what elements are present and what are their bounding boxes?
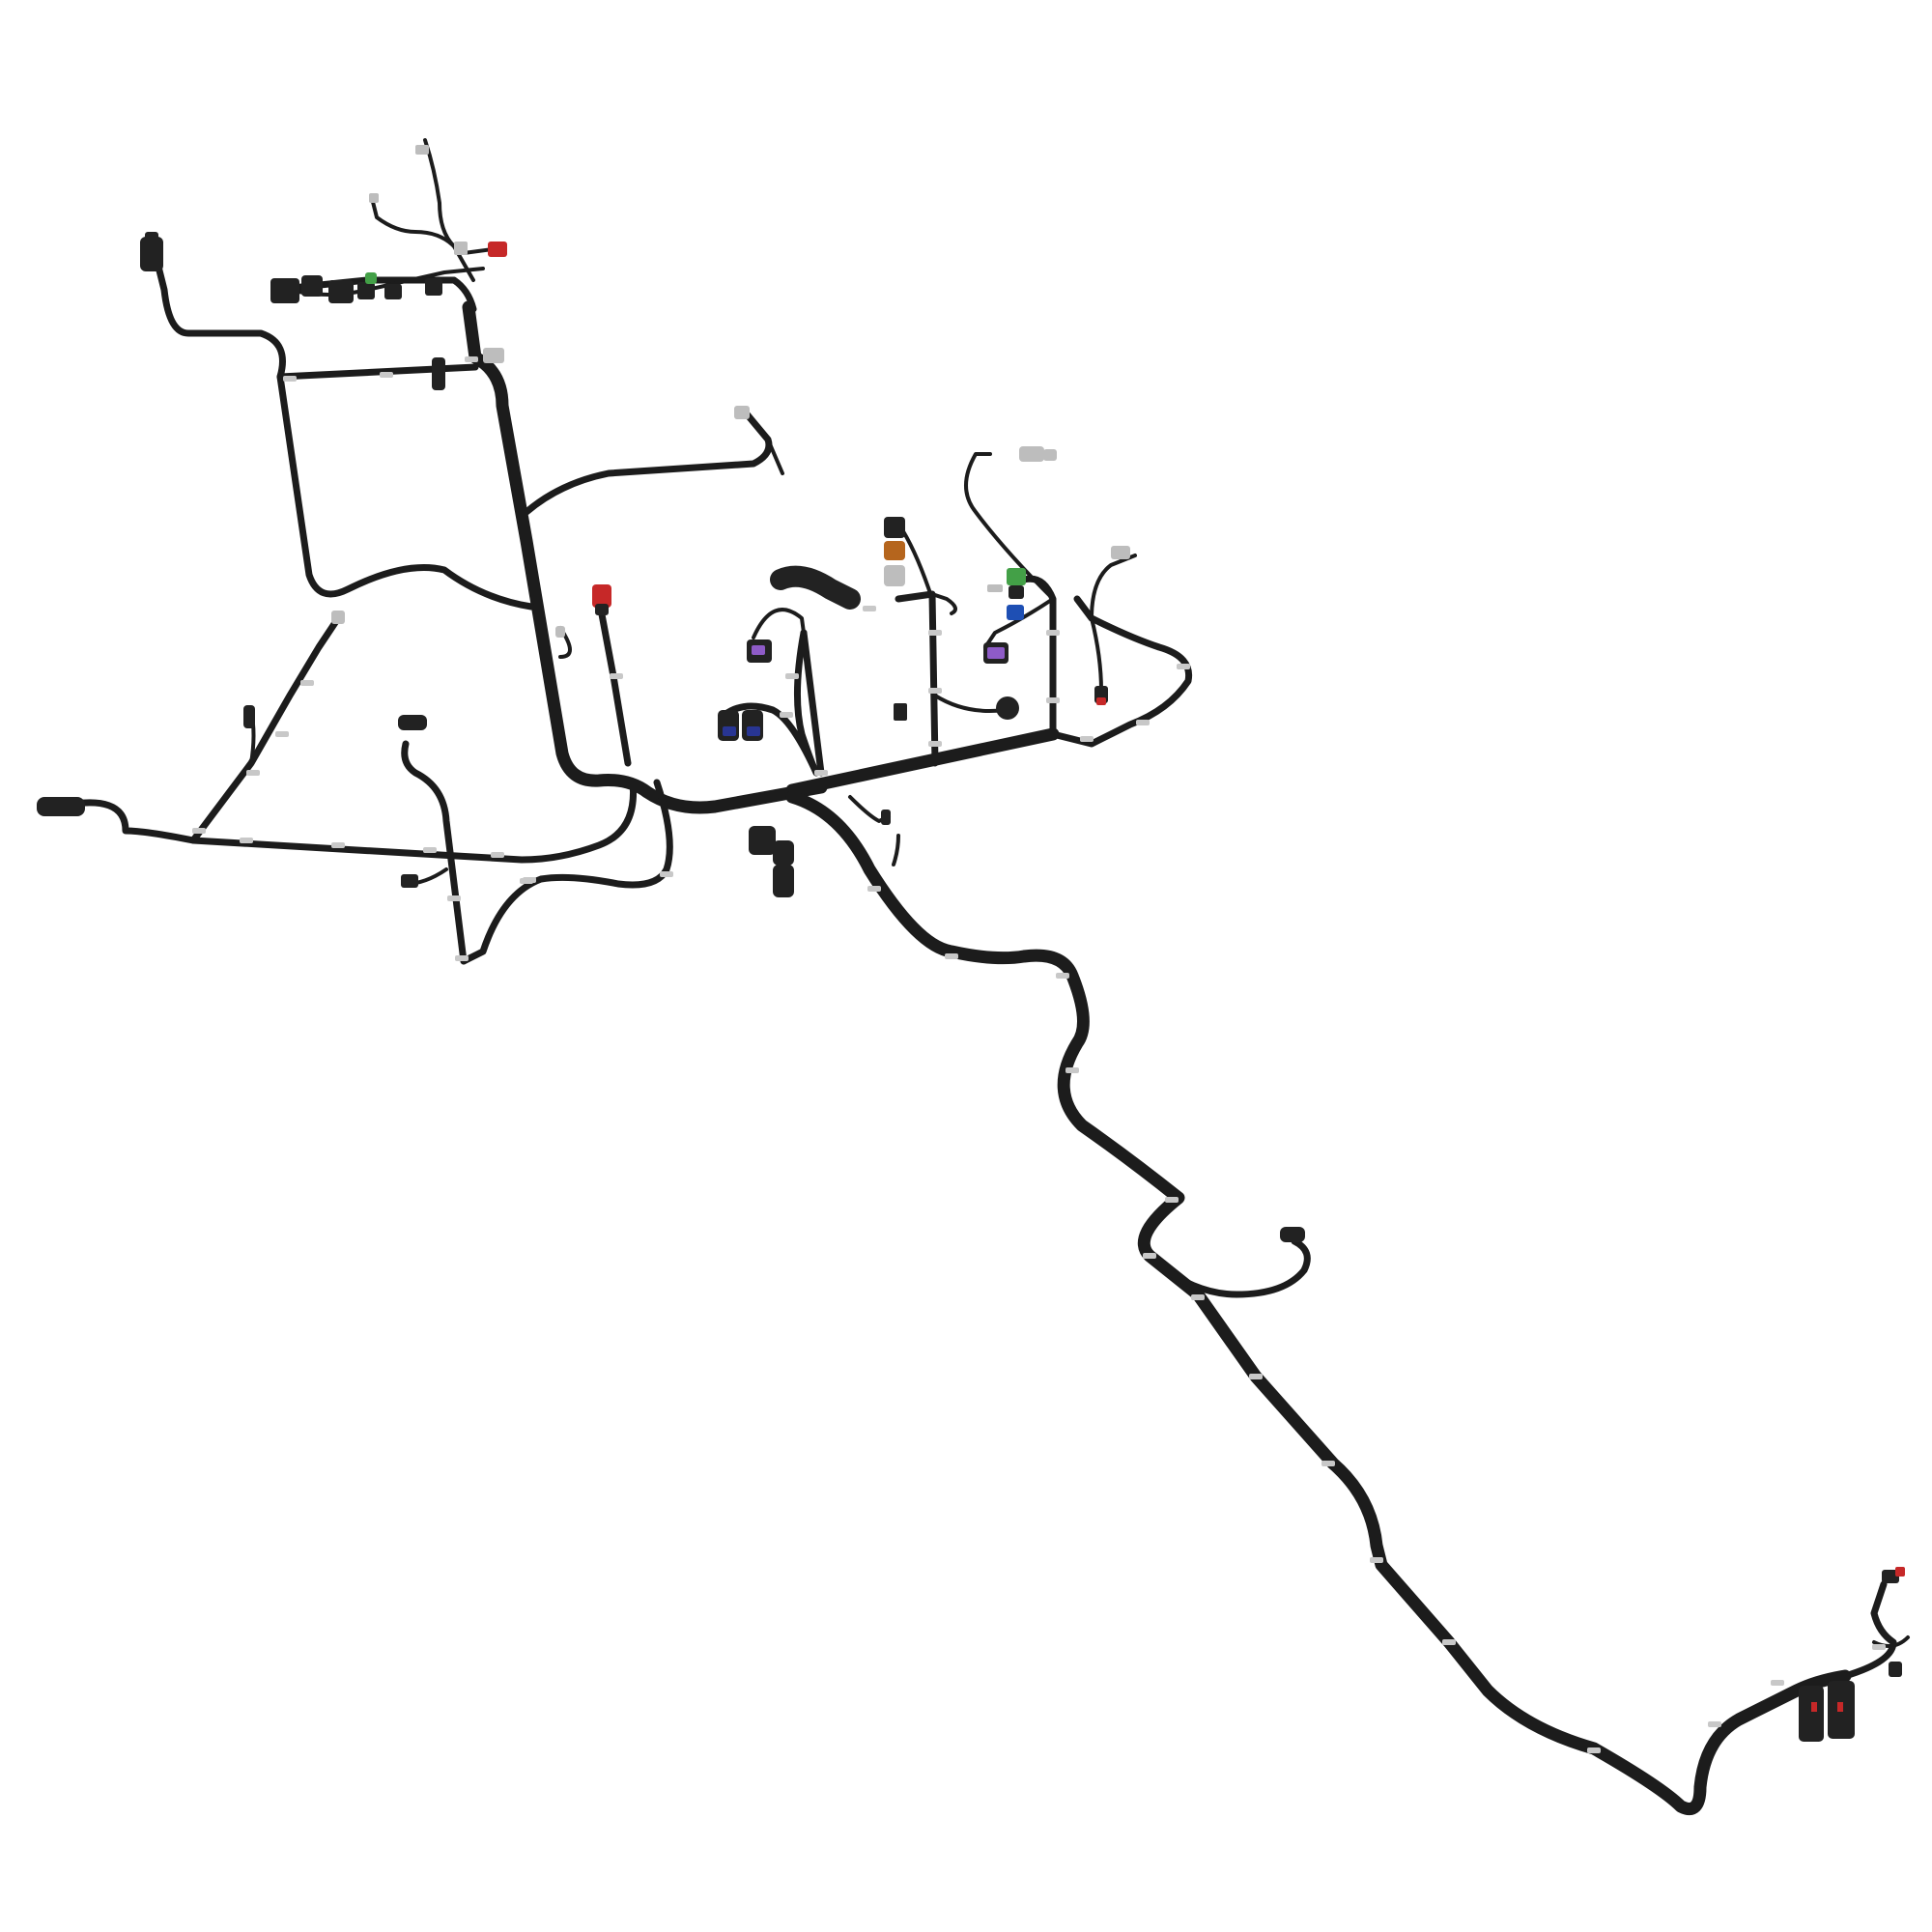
clip-icon [246,770,260,776]
clip-icon [380,372,393,378]
clip-icon [814,770,828,776]
clip-icon [928,688,942,694]
connector-grey-upper-right [734,406,750,419]
harness-wires [54,138,1910,1815]
upper-left-loop [276,363,535,611]
main-trunk-horizontal [785,727,1060,797]
clip-icon [1165,1197,1179,1203]
clip-icon [1065,1067,1079,1073]
bottom-right-pigtail [1872,1635,1910,1648]
clip-icon [1370,1557,1383,1563]
clip-icon [945,953,958,959]
connector-left-diagonal-top [243,611,345,728]
clip-icon [1249,1374,1263,1379]
connector-grey-right [1111,546,1130,559]
connector-lower-side [1280,1227,1305,1242]
connector-elbow-lower [749,810,891,897]
clip-icon [455,955,469,961]
clip-icon [928,630,942,636]
top-sensor-wire [423,138,475,282]
clip-icon [1442,1639,1456,1645]
connector-black-left-top [140,232,163,271]
connector-small-black-square [894,703,907,721]
top-sensor-wire-2 [370,196,456,248]
clip-icon [867,886,881,892]
connector-center-left [747,639,772,663]
right-cluster-right-pigtail [1090,554,1137,620]
connector-navy-pair [718,710,763,741]
connector-grommet [996,696,1019,720]
small-lower-pigtail [848,795,891,823]
mid-left-loop [460,779,673,965]
clip-icon [491,852,504,858]
connector-hose-elbow [770,565,861,610]
harness-clips [192,356,1886,1753]
clip-icon [465,356,478,362]
right-cluster-top-wire [964,452,1055,601]
connector-left-far [37,797,85,816]
clip-icon [447,895,461,901]
left-diagonal [189,614,342,844]
right-cluster-right-branch [1049,595,1193,748]
center-pigtail [933,694,1007,713]
right-cluster-vertical-1 [800,629,825,777]
harness-connectors [37,145,1905,1742]
grey-pigtail [930,592,957,615]
clip-icon [1080,736,1094,742]
connector-bottom-right-block [1799,1567,1905,1742]
clip-icon [660,871,673,877]
main-trunk-vertical [462,300,828,814]
clip-icon [1771,1680,1784,1686]
clip-icon [1136,720,1150,725]
connector-grey-top-right [1019,446,1057,462]
clip-icon [275,731,289,737]
clip-icon [863,606,876,611]
left-drop-wire [151,247,286,381]
right-cluster-pigtail-2 [1090,616,1103,693]
connector-red [592,584,611,615]
connector-color-stack [983,568,1026,664]
clip-icon [928,741,942,747]
clip-icon [1056,973,1069,979]
clip-icon [423,847,437,853]
clip-icon [300,680,314,686]
clip-icon [331,842,345,848]
connector-cluster-top [270,145,507,363]
clip-icon [785,673,799,679]
lower-side-branch [1155,1237,1311,1298]
connector-red-right [1094,686,1108,705]
connector-mid-wire [892,834,900,867]
clip-icon [240,838,253,843]
clip-icon [1177,664,1190,669]
clip-icon [1708,1721,1721,1727]
connector-black-upper-mid [432,357,445,390]
right-cluster-upper-2 [752,608,806,639]
upper-right-branch [523,407,773,516]
clip-icon [780,712,793,718]
connector-orange-stack [884,517,905,586]
clip-icon [1321,1461,1335,1466]
connector-mid-left [398,626,565,888]
clip-icon [1046,630,1060,636]
red-connector-branch [595,595,632,767]
clip-icon [520,878,533,884]
clip-icon [1587,1747,1601,1753]
clip-icon [283,376,297,382]
right-cluster-upper-1 [901,529,934,601]
clip-icon [610,673,623,679]
clip-icon [1191,1294,1205,1300]
mid-left-down [401,740,468,965]
bottom-right-branch [1841,1580,1897,1680]
clip-icon [1046,697,1060,703]
clip-icon [1872,1644,1886,1650]
left-branch-long [54,779,638,864]
upper-right-branch-end [766,438,784,475]
clip-icon [192,828,206,834]
right-cluster-vertical-2 [895,590,939,767]
lower-trunk [785,790,1852,1815]
clip-icon [1143,1253,1156,1259]
